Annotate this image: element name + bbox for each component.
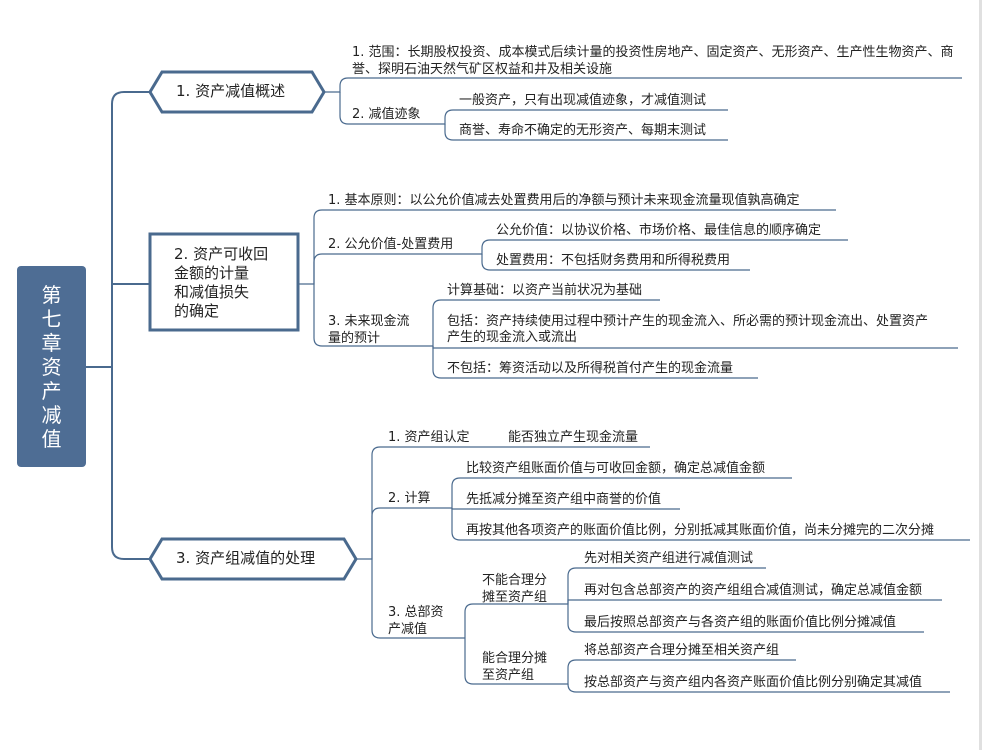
- t3-cannot-step3: 最后按照总部资产与各资产组的账面价值比例分摊减值: [584, 615, 897, 630]
- t2-includes-line1: 包括：资产持续使用过程中预计产生的现金流入、所必需的预计现金流出、处置资产: [447, 314, 929, 329]
- topic3-label: 3. 资产组减值的处理: [176, 549, 316, 567]
- connector-t1-a: [324, 77, 962, 93]
- connector-t2-c-split2: [432, 346, 958, 349]
- connector-t3-b: [371, 507, 440, 559]
- connector-t3-c-split2: [464, 638, 560, 685]
- connector-t3-c1-c: [567, 604, 924, 633]
- topic2-label-line3: 和减值损失: [174, 283, 250, 301]
- t2-cashflow-node-line2: 量的预计: [328, 331, 381, 346]
- t2-fair-value-node: 2. 公允价值-处置费用: [328, 237, 454, 252]
- connector-t2-a: [298, 209, 836, 285]
- connector-t3-c2-a: [560, 659, 796, 685]
- t3-hq-assets-line1: 3. 总部资: [388, 605, 444, 620]
- connector-t1-b-split2: [444, 124, 728, 141]
- connector-t2-b-split2: [481, 254, 750, 271]
- topic2-box: [148, 232, 300, 332]
- connector-t1-b: [339, 92, 440, 125]
- connector-t2-c-split3: [432, 346, 758, 379]
- topic2-label-line1: 2. 资产可收回: [174, 245, 269, 263]
- t3-can-step2: 按总部资产与资产组内各资产账面价值比例分别确定其减值: [584, 675, 923, 690]
- t3-asset-group-id-criterion: 能否独立产生现金流量: [508, 430, 639, 445]
- t3-can-allocate-line1: 能合理分摊: [482, 651, 548, 666]
- t2-cashflow-node-line1: 3. 未来现金流: [328, 314, 410, 329]
- connector-t3-c1-a: [560, 567, 766, 605]
- connector-t1-b-split: [440, 109, 728, 125]
- connector-root-topic1: [86, 91, 150, 368]
- t1-impairment-signs-node: 2. 减值迹象: [352, 107, 421, 122]
- root-title: 第七章资产减值: [41, 282, 62, 451]
- topic2-label-line4: 的确定: [174, 302, 220, 320]
- t3-cannot-allocate-line1: 不能合理分: [482, 573, 548, 588]
- root-box: [17, 266, 86, 467]
- t3-asset-group-id: 1. 资产组认定: [388, 430, 470, 445]
- t2-calc-basis: 计算基础：以资产当前状况为基础: [447, 283, 643, 298]
- t2-disposal-cost-def: 处置费用：不包括财务费用和所得税费用: [496, 253, 731, 268]
- topic1-box: [148, 70, 326, 114]
- connector-t3-c-split1: [464, 603, 560, 638]
- t3-calc-step1: 比较资产组账面价值与可收回金额，确定总减值金额: [466, 461, 766, 476]
- connector-t3-b-split1: [440, 477, 792, 509]
- topic1-label: 1. 资产减值概述: [176, 82, 286, 100]
- connector-t2-b: [313, 253, 475, 284]
- connector-t2-c: [313, 284, 428, 347]
- connector-t3-b-split2: [451, 508, 680, 510]
- t1-signs-general: 一般资产，只有出现减值迹象，才减值测试: [459, 93, 707, 108]
- connector-t3-c: [371, 559, 465, 639]
- t2-includes-line2: 产生的现金流入或流出: [447, 330, 578, 345]
- t3-calc-step3: 再按其他各项资产的账面价值比例，分别抵减其账面价值，尚未分摊完的二次分摊: [466, 523, 935, 538]
- connector-t3-a: [356, 446, 650, 560]
- connector-root-topic3: [86, 366, 150, 560]
- t3-cannot-step1: 先对相关资产组进行减值测试: [584, 551, 754, 566]
- connector-t3-b-split3: [451, 508, 970, 541]
- connector-root-topic2: [86, 283, 150, 368]
- t3-can-step1: 将总部资产合理分摊至相关资产组: [584, 643, 780, 658]
- t3-can-allocate-line2: 至资产组: [482, 668, 535, 683]
- t3-cannot-step2: 再对包含总部资产的资产组组合减值测试，确定总减值金额: [584, 583, 923, 598]
- connector-t2-b-split1: [475, 239, 848, 255]
- t2-excludes: 不包括：筹资活动以及所得税首付产生的现金流量: [447, 361, 734, 376]
- page-right-edge: [979, 0, 982, 750]
- t3-cannot-allocate-line2: 摊至资产组: [482, 590, 548, 605]
- connector-t3-c2-b: [567, 683, 950, 693]
- t3-calculation-node: 2. 计算: [388, 491, 431, 506]
- t1-signs-goodwill: 商誉、寿命不确定的无形资产、每期末测试: [459, 123, 707, 138]
- connector-t2-c-split1: [428, 299, 660, 347]
- t2-basic-principle: 1. 基本原则：以公允价值减去处置费用后的净额与预计未来现金流量现值孰高确定: [328, 193, 800, 208]
- connector-t3-c1-b: [567, 599, 942, 604]
- topic2-label-line2: 金额的计量: [174, 264, 250, 282]
- t1-scope-node: 1. 范围：长期股权投资、成本模式后续计量的投资性房地产、固定资产、无形资产、生…: [352, 45, 954, 77]
- topic3-box: [148, 537, 358, 581]
- t3-calc-step2: 先抵减分摊至资产组中商誉的价值: [466, 492, 662, 507]
- t2-fair-value-def: 公允价值：以协议价格、市场价格、最佳信息的顺序确定: [496, 223, 822, 238]
- t3-hq-assets-line2: 产减值: [388, 622, 428, 637]
